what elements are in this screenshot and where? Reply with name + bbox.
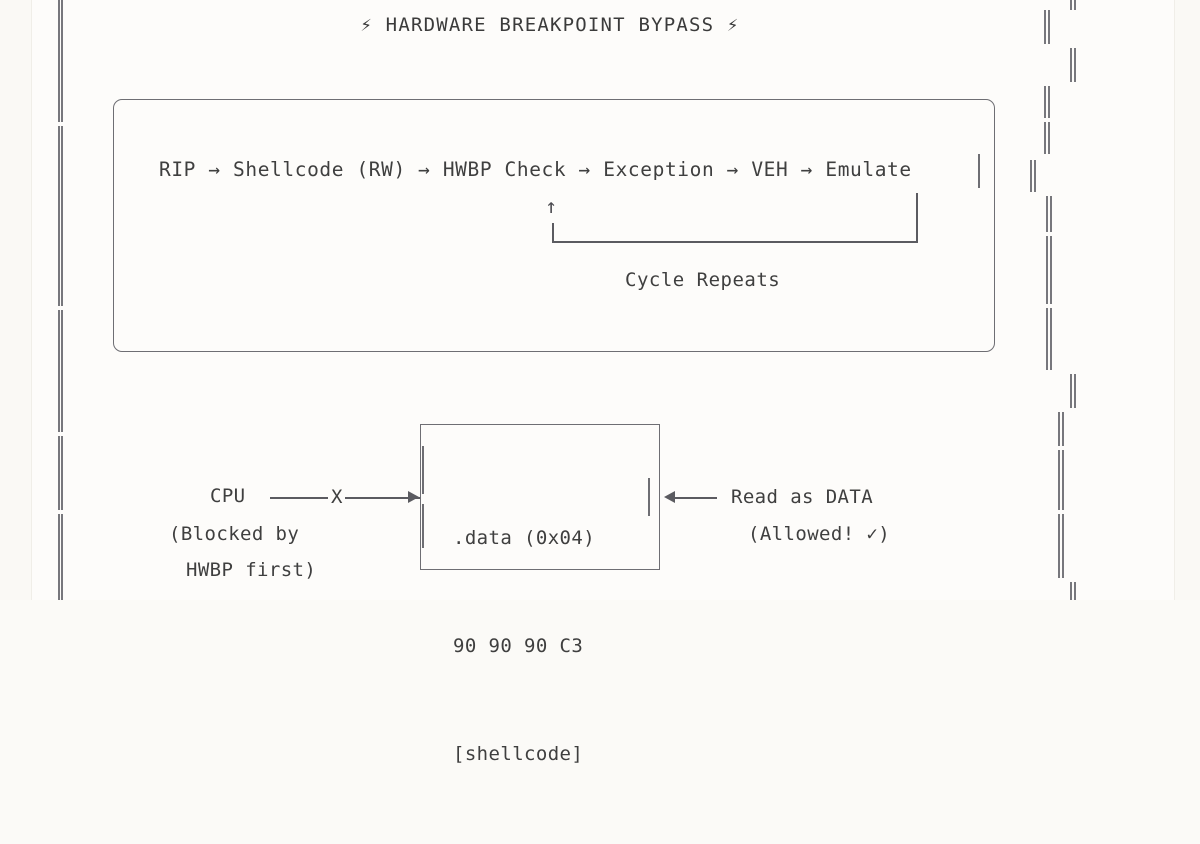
border-fragment bbox=[648, 478, 650, 516]
data-arrow-head-icon bbox=[664, 491, 675, 503]
execution-flow-sequence: RIP → Shellcode (RW) → HWBP Check → Exce… bbox=[159, 158, 912, 181]
page-title: ⚡ HARDWARE BREAKPOINT BYPASS ⚡ bbox=[360, 14, 740, 36]
gutter-rule-right-segment bbox=[1046, 196, 1048, 232]
gutter-rule-right-segment bbox=[1062, 450, 1064, 510]
border-fragment bbox=[422, 504, 424, 548]
gutter-rule-left-segment bbox=[58, 0, 60, 122]
gutter-rule-right-segment bbox=[1058, 412, 1060, 446]
gutter-rule-right-segment bbox=[1070, 374, 1072, 408]
gutter-rule-left-segment bbox=[58, 514, 60, 600]
loop-riser-right bbox=[916, 193, 918, 243]
gutter-rule-right-segment bbox=[1046, 308, 1048, 370]
gutter-rule-right-segment bbox=[1062, 514, 1064, 578]
gutter-rule-right-segment bbox=[1030, 160, 1032, 192]
gutter-rule-right-segment bbox=[1044, 122, 1046, 154]
cpu-blocked-note-line2: HWBP first) bbox=[186, 559, 317, 581]
gutter-rule-right-segment bbox=[1070, 0, 1072, 10]
gutter-rule-right-segment bbox=[1058, 514, 1060, 578]
gutter-rule-right-segment bbox=[1048, 10, 1050, 44]
memory-region-content: .data (0x04) 90 90 90 C3 [shellcode] bbox=[453, 448, 595, 844]
cycle-repeats-label: Cycle Repeats bbox=[625, 269, 781, 291]
gutter-rule-left-segment bbox=[61, 310, 63, 432]
left-margin-strip bbox=[0, 0, 32, 600]
gutter-rule-right-segment bbox=[1044, 86, 1046, 118]
gutter-rule-right-segment bbox=[1074, 374, 1076, 408]
cpu-label: CPU bbox=[210, 485, 246, 507]
gutter-rule-right-segment bbox=[1062, 412, 1064, 446]
gutter-rule-right-segment bbox=[1074, 0, 1076, 10]
gutter-rule-left-segment bbox=[58, 436, 60, 510]
gutter-rule-left-segment bbox=[61, 514, 63, 600]
memory-bytes-label: 90 90 90 C3 bbox=[453, 635, 584, 657]
gutter-rule-right-segment bbox=[1070, 48, 1072, 82]
data-arrow-line bbox=[672, 497, 717, 499]
loop-riser-left bbox=[552, 223, 554, 243]
execution-flow-container bbox=[113, 99, 995, 352]
gutter-rule-right-segment bbox=[1044, 10, 1046, 44]
cpu-blocked-note-line1: (Blocked by bbox=[169, 523, 300, 545]
gutter-rule-left-segment bbox=[61, 126, 63, 306]
gutter-rule-left-segment bbox=[58, 310, 60, 432]
loop-up-arrow-icon: ↑ bbox=[545, 194, 558, 218]
gutter-rule-right-segment bbox=[1074, 582, 1076, 600]
memory-region-box bbox=[420, 424, 660, 570]
gutter-rule-right-segment bbox=[1048, 86, 1050, 118]
gutter-rule-right-segment bbox=[1074, 48, 1076, 82]
blocked-x-icon: X bbox=[328, 486, 346, 508]
gutter-rule-right-segment bbox=[1050, 236, 1052, 304]
gutter-rule-right-segment bbox=[1048, 122, 1050, 154]
gutter-rule-left-segment bbox=[61, 436, 63, 510]
gutter-rule-right-segment bbox=[1050, 308, 1052, 370]
gutter-rule-left-segment bbox=[61, 0, 63, 122]
gutter-rule-right-segment bbox=[1034, 160, 1036, 192]
right-margin-strip bbox=[1174, 0, 1200, 600]
memory-section-label: .data (0x04) bbox=[453, 527, 596, 549]
border-fragment bbox=[422, 446, 424, 494]
read-as-data-label: Read as DATA bbox=[731, 486, 874, 508]
loop-bottom-line bbox=[552, 241, 918, 243]
diagram-canvas: ⚡ HARDWARE BREAKPOINT BYPASS ⚡ RIP → She… bbox=[0, 0, 1200, 765]
allowed-note: (Allowed! ✓) bbox=[748, 523, 891, 545]
gutter-rule-right-segment bbox=[1050, 196, 1052, 232]
gutter-rule-right-segment bbox=[1070, 582, 1072, 600]
gutter-rule-right-segment bbox=[1058, 450, 1060, 510]
memory-shellcode-note: [shellcode] bbox=[453, 743, 584, 765]
gutter-rule-left-segment bbox=[58, 126, 60, 306]
cursor-fragment bbox=[978, 154, 980, 188]
gutter-rule-right-segment bbox=[1046, 236, 1048, 304]
cpu-arrow-head-icon bbox=[408, 491, 419, 503]
